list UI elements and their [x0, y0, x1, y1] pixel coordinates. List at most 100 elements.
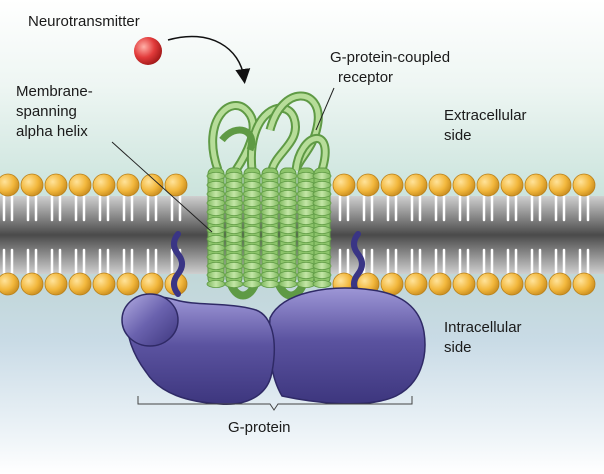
helix-turn: [278, 216, 298, 225]
helix-turn: [242, 207, 262, 216]
lipid-tail: [554, 248, 566, 276]
g-protein-small-subunit: [121, 293, 179, 347]
transmembrane-helices: [206, 167, 332, 288]
receptor-loop: [210, 103, 256, 172]
helix-turn: [206, 234, 226, 243]
intracellular-label-line1: Intracellular: [444, 319, 522, 336]
helix-turn: [296, 270, 316, 279]
helix-turn: [224, 171, 244, 180]
lipid-tail: [554, 194, 566, 222]
neurotransmitter-molecule: [134, 37, 162, 65]
lipid-head: [140, 173, 164, 197]
helix-leader-line: [111, 141, 213, 233]
lipid-tail: [50, 194, 62, 222]
helix-turn: [242, 252, 262, 261]
lipid-tail: [146, 248, 158, 276]
lipid-tail: [98, 194, 110, 222]
receptor-loop: [219, 126, 256, 152]
helix-turn: [206, 171, 226, 180]
lipid-head: [164, 173, 188, 197]
helix-turn: [260, 198, 280, 207]
lipid-tail: [74, 248, 86, 276]
lipid-head: [92, 173, 116, 197]
helix-turn: [224, 225, 244, 234]
lipid-tail: [506, 194, 518, 222]
lipid-head: [548, 272, 572, 296]
lipid-head: [452, 173, 476, 197]
helix-turn: [312, 198, 332, 207]
lipid-head: [0, 173, 20, 197]
helix-turn: [278, 252, 298, 261]
receptor-loop: [293, 136, 328, 171]
helix-turn: [242, 171, 262, 180]
helix-turn: [242, 198, 262, 207]
lipid-tail: [338, 194, 350, 222]
helix-turn: [260, 180, 280, 189]
helix-turn: [206, 207, 226, 216]
lipid-head: [140, 272, 164, 296]
lipid-tail: [362, 194, 374, 222]
helix-turn: [296, 225, 316, 234]
helix-turn: [260, 225, 280, 234]
lipid-head: [524, 272, 548, 296]
helix-turn: [278, 279, 298, 288]
helix-turn: [206, 198, 226, 207]
gpcr-label-line2: receptor: [338, 69, 393, 86]
helix-turn: [296, 171, 316, 180]
gpcr-receptor: [206, 91, 332, 300]
lipid-head: [92, 272, 116, 296]
helix-turn: [260, 243, 280, 252]
lipid-head: [428, 272, 452, 296]
helix-turn: [312, 180, 332, 189]
lipid-head: [404, 173, 428, 197]
helix-turn: [278, 243, 298, 252]
helix-turn: [224, 198, 244, 207]
helix-turn: [206, 243, 226, 252]
helix-turn: [206, 261, 226, 270]
lipid-head: [68, 173, 92, 197]
helix-turn: [296, 243, 316, 252]
lipid-head: [452, 272, 476, 296]
helix-turn: [260, 207, 280, 216]
g-protein: [121, 287, 426, 405]
helix-turn: [224, 261, 244, 270]
helix-turn: [296, 279, 316, 288]
lipid-tail: [386, 194, 398, 222]
lipid-tail: [434, 194, 446, 222]
helix-turn: [260, 261, 280, 270]
lipid-tail: [482, 194, 494, 222]
helix-turn: [296, 234, 316, 243]
helix-turn: [206, 216, 226, 225]
helix-turn: [242, 234, 262, 243]
helix-turn: [278, 270, 298, 279]
lipid-tail: [2, 194, 14, 222]
helix-turn: [260, 171, 280, 180]
membrane-helix-label-line2: spanning: [16, 103, 77, 120]
lipid-tail: [26, 194, 38, 222]
helix-turn: [312, 216, 332, 225]
lipid-head: [356, 173, 380, 197]
lipid-head: [0, 272, 20, 296]
lipid-tail: [410, 194, 422, 222]
lipid-tail: [482, 248, 494, 276]
helix-turn: [206, 180, 226, 189]
helix-turn: [224, 279, 244, 288]
helix-turn: [260, 270, 280, 279]
lipid-tail: [386, 248, 398, 276]
helix-turn: [296, 198, 316, 207]
lipid-tail: [338, 248, 350, 276]
lipid-tail: [26, 248, 38, 276]
helix-turn: [278, 261, 298, 270]
lipid-head: [116, 272, 140, 296]
helix-turn: [242, 243, 262, 252]
helix-turn: [242, 180, 262, 189]
helix-turn: [224, 270, 244, 279]
extracellular-label-line1: Extracellular: [444, 107, 527, 124]
helix-turn: [242, 225, 262, 234]
helix-turn: [312, 279, 332, 288]
membrane-helix-label-line3: alpha helix: [16, 123, 88, 140]
lipid-head: [524, 173, 548, 197]
helix-turn: [278, 189, 298, 198]
